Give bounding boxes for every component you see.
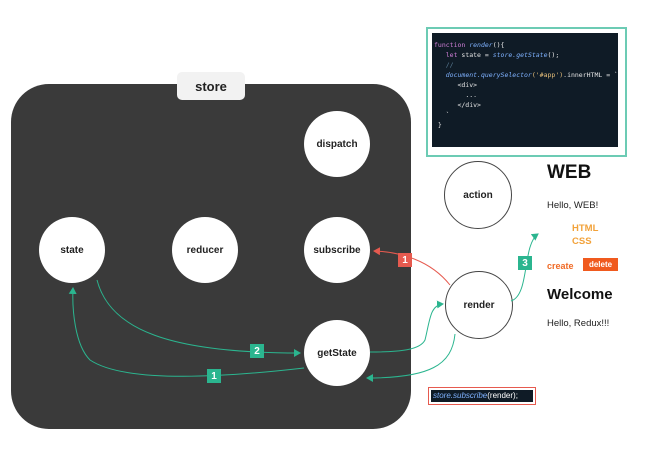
preview-title: WEB <box>547 162 592 183</box>
subscribe-code-box: store.subscribe(render); <box>428 387 536 405</box>
reducer-node: reducer <box>172 217 238 283</box>
action-node: action <box>444 161 512 229</box>
preview-link-html[interactable]: HTML <box>572 223 599 234</box>
state-to-getstate-arrow <box>96 279 301 357</box>
store-label: store <box>177 72 245 100</box>
step-badge-red-1: 1 <box>398 253 412 267</box>
render-to-subscribe-arrow <box>373 247 451 286</box>
render-node: render <box>445 271 513 339</box>
subscribe-code: store.subscribe(render); <box>431 390 533 402</box>
code-block: function render(){ let state = store.get… <box>432 33 618 147</box>
step-badge-3: 3 <box>518 256 532 270</box>
dispatch-node: dispatch <box>304 111 370 177</box>
step-badge-teal-1: 1 <box>207 369 221 383</box>
getstate-to-state-arrow <box>68 287 305 377</box>
welcome-heading: Welcome <box>547 286 613 303</box>
step-badge-2: 2 <box>250 344 264 358</box>
subscribe-node: subscribe <box>304 217 370 283</box>
preview-hello: Hello, WEB! <box>547 200 599 211</box>
render-code-box: function render(){ let state = store.get… <box>426 27 627 157</box>
render-to-getstate-arrow <box>366 333 456 382</box>
getstate-node: getState <box>304 320 370 386</box>
getstate-to-render-arrow <box>369 300 444 353</box>
create-link[interactable]: create <box>547 261 574 271</box>
preview-link-css[interactable]: CSS <box>572 236 592 247</box>
state-node: state <box>39 217 105 283</box>
hello-redux-text: Hello, Redux!!! <box>547 318 610 329</box>
delete-button[interactable]: delete <box>583 258 618 271</box>
